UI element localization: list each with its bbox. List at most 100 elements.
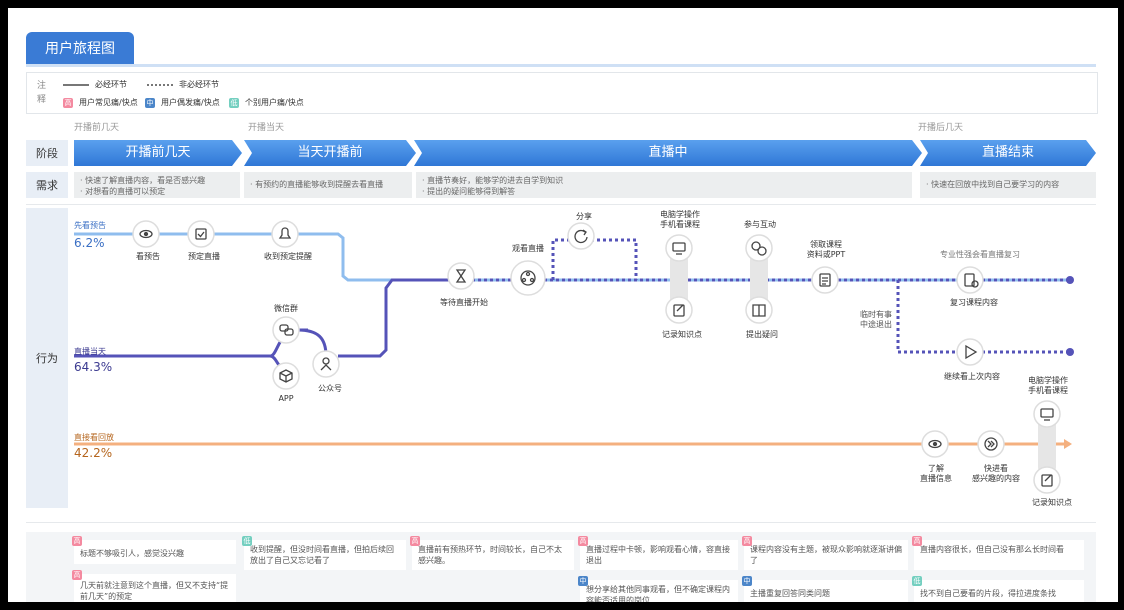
node-label: 收到预定提醒 [264,252,312,261]
legend-required: 必经环节 [63,79,127,90]
node-label: 公众号 [318,384,342,393]
row-label-needs: 需求 [26,172,68,198]
calendar-check-icon [197,231,205,238]
divider [26,522,1096,523]
film-reel-icon [529,277,535,283]
row-pct-replay: 42.2% [74,446,113,460]
film-reel-icon [510,260,546,296]
title-underline [26,64,1096,67]
edit-icon [1041,474,1053,487]
node-label: 提出疑问 [746,330,778,339]
monitor-icon [672,242,686,252]
high-badge-icon: 高 [72,536,82,546]
leave-branch [896,280,1070,354]
edit-icon [676,304,684,312]
bell-icon [271,220,299,248]
hourglass-icon [455,269,467,283]
node-label: 预定直播 [188,252,220,261]
node-label: 继续看上次内容 [944,372,1000,381]
node-label: 看预告 [136,252,160,261]
node-label: 快进看 [984,464,1008,473]
pain-card: 高 直播过程中卡顿，影响观看心情，容直接退出 [578,536,738,570]
film-reel-icon [521,277,527,283]
pain-card: 低 找不到自己要看的片段，得拉进度条找 [912,576,1084,602]
review-document-icon [964,273,975,287]
calendar-check-icon [195,228,207,240]
monitor-icon [1033,400,1061,428]
play-icon [956,338,984,366]
node-label: APP [278,394,294,403]
phase-same-day: 开播当天 [248,123,285,133]
share-icon [574,229,588,244]
high-badge-icon: 高 [578,536,588,546]
monitor-icon [1040,408,1054,418]
node-label: 电脑学操作 [1028,376,1068,385]
solid-line-sample [63,83,89,86]
node-label: 手机看课程 [1028,386,1068,395]
low-badge-icon: 低 [912,576,922,586]
phase-before-days: 开播前几天 [74,123,120,133]
share-loop [551,238,638,280]
row-label-stage: 阶段 [26,140,68,166]
node-label: 感兴趣的内容 [972,474,1020,483]
high-badge-icon: 高 [63,97,73,108]
fast-forward-icon [984,437,998,451]
user-icon [322,357,330,365]
journey-map-page: 用户旅程图 注释 必经环节 非必经环节 高 用户常见痛/快点 中 用户偶发痛/快… [8,8,1118,602]
replay-path [74,439,1072,449]
low-badge-icon: 低 [242,536,252,546]
eye-icon [139,229,153,239]
legend-occasional: 中 用户偶发痛/快点 [145,97,220,108]
node-label: 了解 [928,464,944,473]
node-label: 参与互动 [744,220,776,229]
dotted-line-sample [147,83,173,86]
end-dot [1066,276,1074,284]
legend-individual: 低 个别用户痛/快点 [229,97,304,108]
edit-icon [665,296,693,324]
node-label: 直播信息 [920,474,952,483]
icon-glyphs [139,227,1054,487]
node-label: 手机看课程 [660,220,700,229]
high-badge-icon: 高 [742,536,752,546]
fast-forward-icon [987,440,995,448]
bell-icon [278,227,292,239]
document-icon [811,266,839,294]
pillar-bg [1038,416,1056,476]
legend-common: 高 用户常见痛/快点 [63,97,138,108]
pain-card: 中 主播重复回答同类问题 [742,576,908,602]
need-live: · 直播节奏好，能够学的进去自学到知识 · 提出的疑问能够得到解答 [416,172,912,198]
eye-icon [928,439,942,449]
pain-card: 高 标题不够吸引人，感觉没兴趣 [72,536,236,564]
page-title: 用户旅程图 [26,32,134,66]
edit-icon [1044,474,1052,482]
divider [26,204,1096,205]
chat-icon [272,316,300,344]
legend-note-label: 注释 [37,81,47,105]
pain-card: 中 想分享给其他同事观看，但不确定课程内容能否适用的岗位 [578,576,738,602]
medium-badge-icon: 中 [742,576,752,586]
node-label: 记录知识点 [662,330,702,339]
node-label: 专业性强会看直播复习 [940,250,1020,259]
stage-before-start: 当天开播前 [244,140,416,166]
legend: 注释 必经环节 非必经环节 高 用户常见痛/快点 中 用户偶发痛/快点 低 个别… [26,72,1098,114]
chat-bubbles-icon [757,246,767,256]
document-icon [819,273,831,287]
box-icon [279,369,293,383]
row-label-behavior: 行为 [26,208,68,508]
node-label: 复习课程内容 [950,298,998,307]
medium-badge-icon: 中 [145,97,155,108]
share-icon [567,222,595,250]
question-book-icon [752,304,766,317]
film-reel-icon [520,270,536,286]
need-before-days: · 快速了解直播内容，看是否感兴趣 · 对想看的直播可以预定 [74,172,240,198]
pain-card: 高 直播内容很长，但自己没有那么长时间看 [912,536,1084,570]
low-badge-icon: 低 [229,97,239,108]
node-label: 中途退出 [860,320,892,329]
row-title-preview: 先看预告 [74,221,106,230]
node-label: 资料或PPT [806,250,846,259]
eye-icon [932,441,938,447]
edit-icon [673,304,685,317]
phase-after-days: 开播后几天 [918,123,964,133]
node-label: 分享 [576,212,592,221]
calendar-check-icon [187,220,215,248]
